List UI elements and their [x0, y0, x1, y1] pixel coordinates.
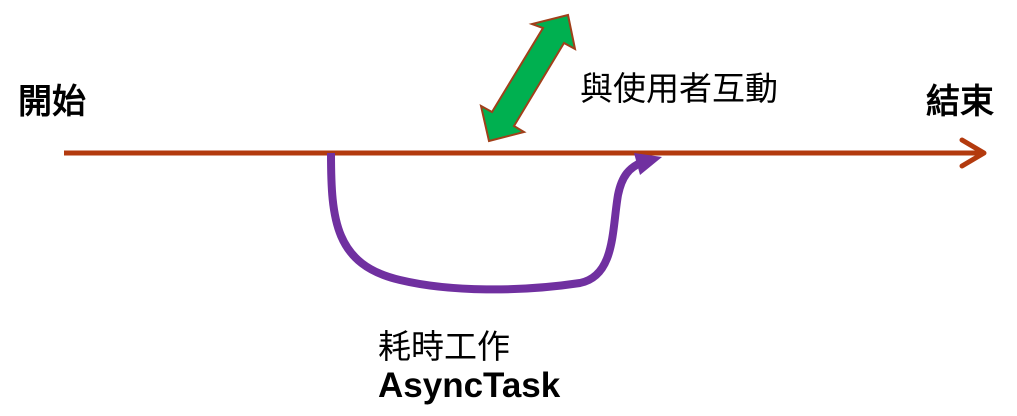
interaction-double-arrow — [479, 13, 577, 143]
start-label: 開始 — [18, 83, 86, 121]
end-label: 結束 — [926, 83, 994, 121]
long-task-label: 耗時工作 — [378, 327, 510, 366]
async-task-label: AsyncTask — [378, 366, 561, 405]
async-task-arrowhead — [634, 153, 662, 175]
async-task-arrow — [327, 152, 642, 294]
interaction-label: 與使用者互動 — [580, 69, 778, 108]
timeline-arrowhead — [959, 137, 987, 169]
